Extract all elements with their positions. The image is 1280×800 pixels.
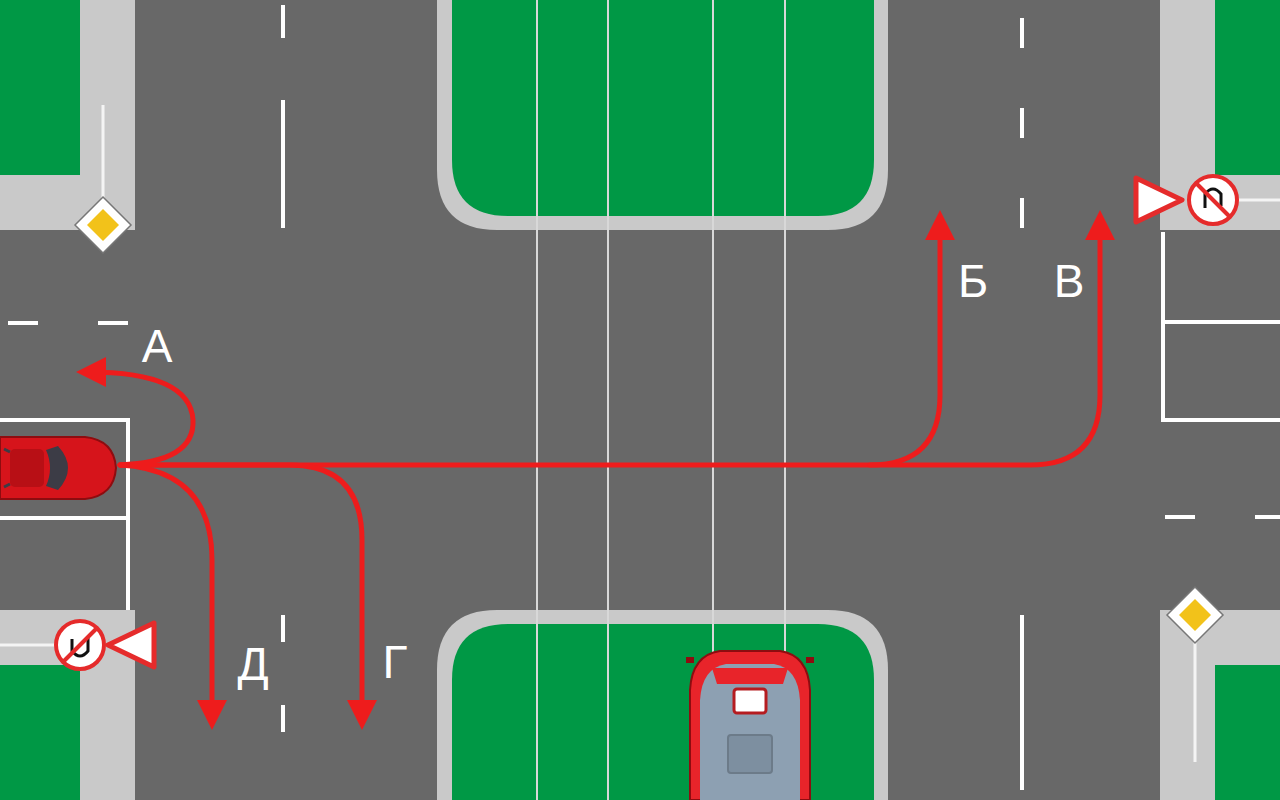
road-markings bbox=[0, 5, 1280, 790]
lane-line bbox=[0, 516, 128, 520]
tram-headlight bbox=[734, 689, 766, 713]
yield-sign bbox=[1136, 178, 1182, 222]
lawn bbox=[1215, 665, 1280, 800]
stop-line bbox=[1163, 232, 1280, 420]
tram-mirror bbox=[806, 657, 814, 663]
tram-mirror bbox=[686, 657, 694, 663]
yield-sign bbox=[108, 623, 154, 667]
sidewalk bbox=[0, 610, 135, 800]
route-arrows bbox=[88, 222, 1100, 718]
sign-border bbox=[75, 197, 131, 253]
tram-pantograph bbox=[728, 735, 772, 773]
lawn bbox=[0, 0, 80, 175]
car-roof bbox=[10, 449, 44, 487]
lane-dash bbox=[281, 705, 285, 732]
median-curb bbox=[437, 0, 888, 230]
sidewalk bbox=[1160, 610, 1280, 800]
tram bbox=[686, 651, 814, 800]
prohibition-bar bbox=[64, 629, 96, 661]
lane-dash bbox=[1165, 515, 1195, 519]
tram-front bbox=[712, 668, 788, 684]
sign-border bbox=[1167, 587, 1223, 643]
no-uturn-sign bbox=[56, 621, 104, 669]
tram-body bbox=[690, 651, 810, 800]
route-arrow bbox=[120, 465, 212, 718]
red-car bbox=[0, 437, 116, 499]
yield-and-no-uturn-signs bbox=[0, 621, 154, 669]
car-windshield bbox=[46, 446, 68, 490]
car-rear-window bbox=[4, 449, 10, 487]
route-arrow bbox=[120, 465, 362, 718]
lane-dash bbox=[281, 615, 285, 642]
lane-dash bbox=[281, 5, 285, 38]
no-uturn-sign bbox=[1189, 176, 1237, 224]
stop-line bbox=[0, 420, 128, 610]
lane-dash bbox=[1255, 515, 1280, 519]
priority-sign bbox=[75, 105, 131, 253]
sidewalk bbox=[0, 0, 135, 230]
lane-dash bbox=[1020, 198, 1024, 228]
lane-line bbox=[1020, 615, 1024, 790]
lane-line bbox=[1163, 320, 1280, 324]
median-lawn bbox=[452, 0, 874, 216]
median-curb bbox=[437, 610, 888, 800]
lane-dash bbox=[1020, 18, 1024, 48]
yield-and-no-uturn-signs bbox=[1136, 176, 1280, 224]
priority-sign bbox=[1167, 587, 1223, 762]
route-letter: В bbox=[1054, 258, 1085, 304]
route-arrow bbox=[120, 222, 940, 465]
lane-line bbox=[281, 100, 285, 228]
route-letter: Г bbox=[383, 639, 408, 685]
route-arrow bbox=[870, 222, 1100, 465]
sign-face bbox=[87, 209, 119, 241]
route-letter: Б bbox=[958, 258, 988, 304]
route-letter: А bbox=[142, 323, 173, 369]
rail bbox=[607, 0, 609, 800]
tram-roof bbox=[700, 664, 800, 800]
prohibition-bar bbox=[1197, 184, 1229, 216]
rail bbox=[536, 0, 538, 800]
lawn bbox=[0, 665, 80, 800]
car-body bbox=[0, 437, 116, 499]
sign-face bbox=[1179, 599, 1211, 631]
route-letter: Д bbox=[237, 641, 268, 687]
route-arrow bbox=[88, 372, 193, 465]
lane-dash bbox=[8, 321, 38, 325]
lane-dash bbox=[98, 321, 128, 325]
median-lawn bbox=[452, 624, 874, 800]
lane-dash bbox=[1020, 108, 1024, 138]
lawn bbox=[1215, 0, 1280, 175]
tram-medians bbox=[437, 0, 888, 800]
